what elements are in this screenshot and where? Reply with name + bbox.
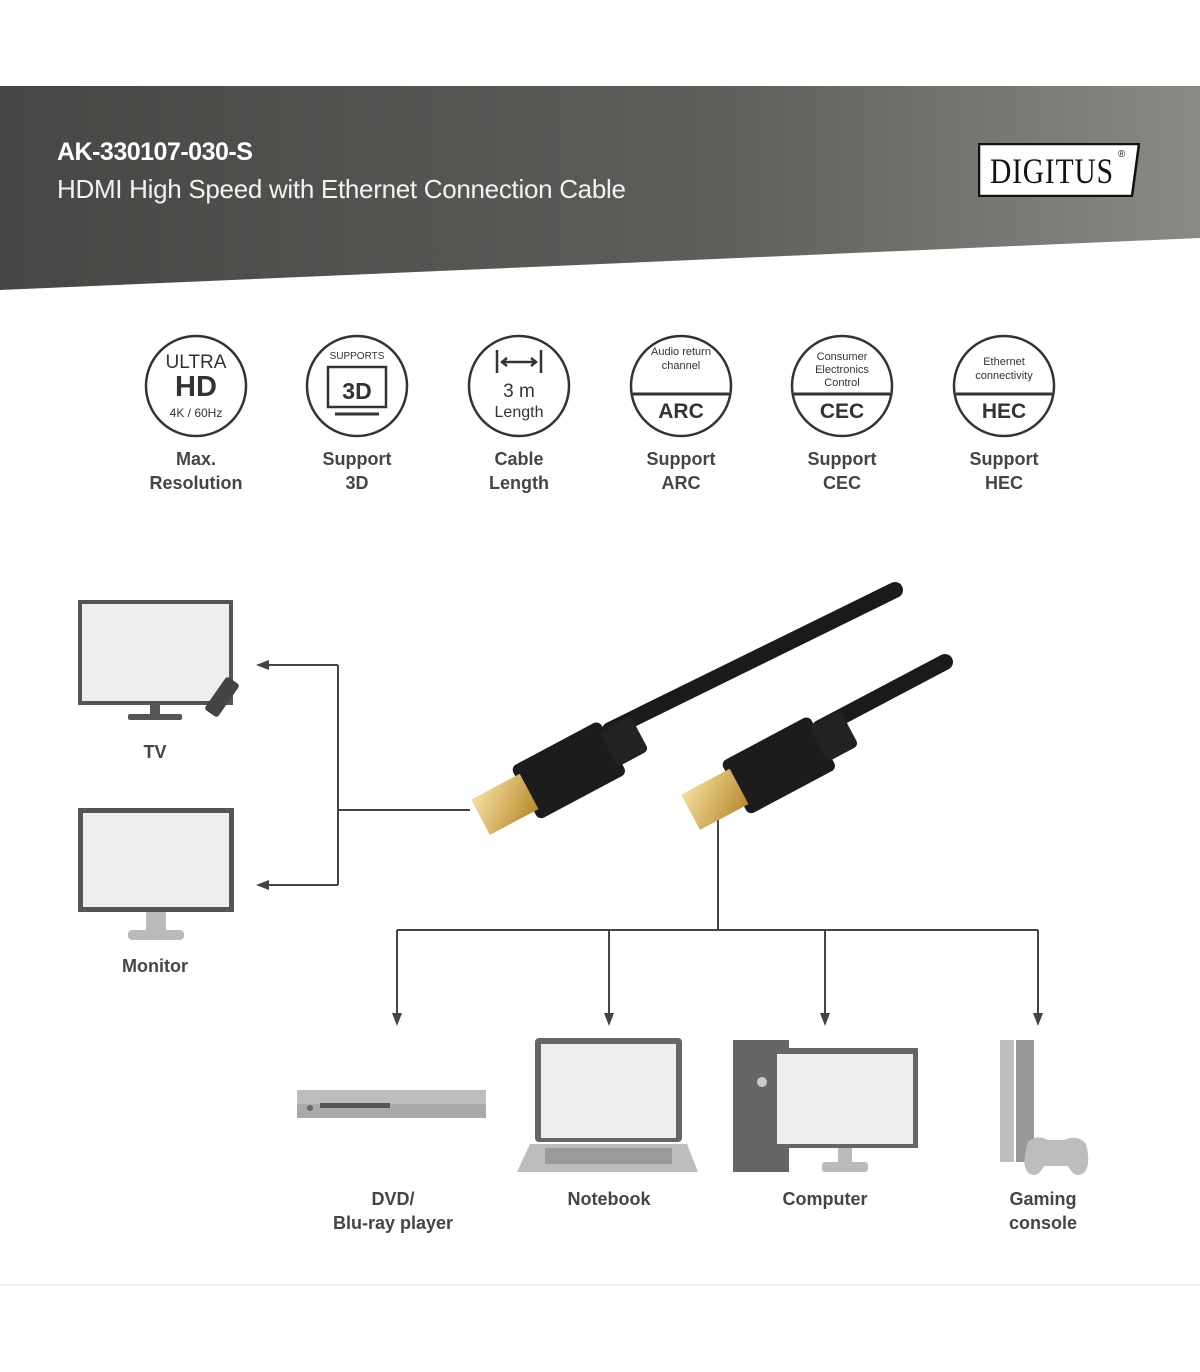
hec-text: HEC	[981, 400, 1027, 423]
notebook-label: Notebook	[567, 1189, 651, 1209]
monitor-icon	[78, 808, 234, 940]
label-line: Support	[969, 449, 1039, 469]
ultra-text: ULTRA	[165, 352, 227, 373]
label-line: Gaming	[1009, 1189, 1077, 1209]
label-line: Max.	[175, 449, 217, 469]
arc-icon	[629, 334, 733, 438]
label-line: 3D	[345, 473, 369, 493]
3d-text: 3D	[342, 378, 372, 404]
monitor-label: Monitor	[122, 956, 188, 976]
length-text: Length	[494, 404, 544, 421]
hdmi-cable-image	[471, 582, 953, 835]
cec-icon	[790, 334, 894, 438]
label-line: CEC	[822, 473, 861, 493]
cec-text: CEC	[819, 400, 865, 423]
header-band	[0, 86, 1200, 290]
label-line: Length	[489, 473, 549, 493]
label-line: ARC	[661, 473, 701, 493]
feature-label-resolution: Max. Resolution	[126, 447, 266, 495]
arrowheads	[256, 660, 1043, 1026]
hec-desc: Ethernet connectivity	[975, 356, 1033, 382]
label-line: Blu-ray player	[332, 1213, 454, 1233]
cec-desc: Consumer Electronics Control	[815, 351, 869, 389]
hec-icon	[952, 334, 1056, 438]
gaming-label: Gaming console	[953, 1187, 1133, 1235]
logo-text: DIGITUS	[990, 151, 1114, 191]
label-line: Resolution	[149, 473, 243, 493]
computer-label: Computer	[782, 1189, 868, 1209]
arc-text: ARC	[658, 400, 704, 423]
tv-icon	[78, 600, 239, 720]
length-value: 3 m	[503, 381, 535, 402]
label-line: Support	[807, 449, 877, 469]
product-name: HDMI High Speed with Ethernet Connection…	[57, 174, 626, 204]
label-line: DVD/	[371, 1189, 415, 1209]
label-line: HEC	[984, 473, 1023, 493]
label-line: Support	[646, 449, 716, 469]
dvd-player-icon	[297, 1090, 486, 1118]
arc-desc: Audio return channel	[651, 346, 711, 372]
digitus-logo	[978, 143, 1140, 197]
notebook-icon	[517, 1038, 698, 1172]
resolution-text: 4K / 60Hz	[169, 406, 223, 420]
supports-text: SUPPORTS	[329, 351, 385, 362]
length-icon	[467, 334, 571, 438]
label-line: Cable	[494, 449, 544, 469]
hd-text: HD	[175, 371, 217, 403]
label-line: Support	[322, 449, 392, 469]
computer-icon	[733, 1040, 918, 1172]
tv-label: TV	[143, 742, 167, 762]
label-line: console	[1008, 1213, 1078, 1233]
ultra-hd-icon	[144, 334, 248, 438]
3d-tv-icon	[305, 334, 409, 438]
logo-registered: ®	[1118, 149, 1126, 160]
feature-label-3d: Support 3D	[287, 447, 427, 495]
product-code: AK-330107-030-S	[57, 138, 253, 166]
gaming-console-icon	[1000, 1040, 1089, 1175]
dvd-label: DVD/Blu-ray player	[303, 1187, 483, 1235]
